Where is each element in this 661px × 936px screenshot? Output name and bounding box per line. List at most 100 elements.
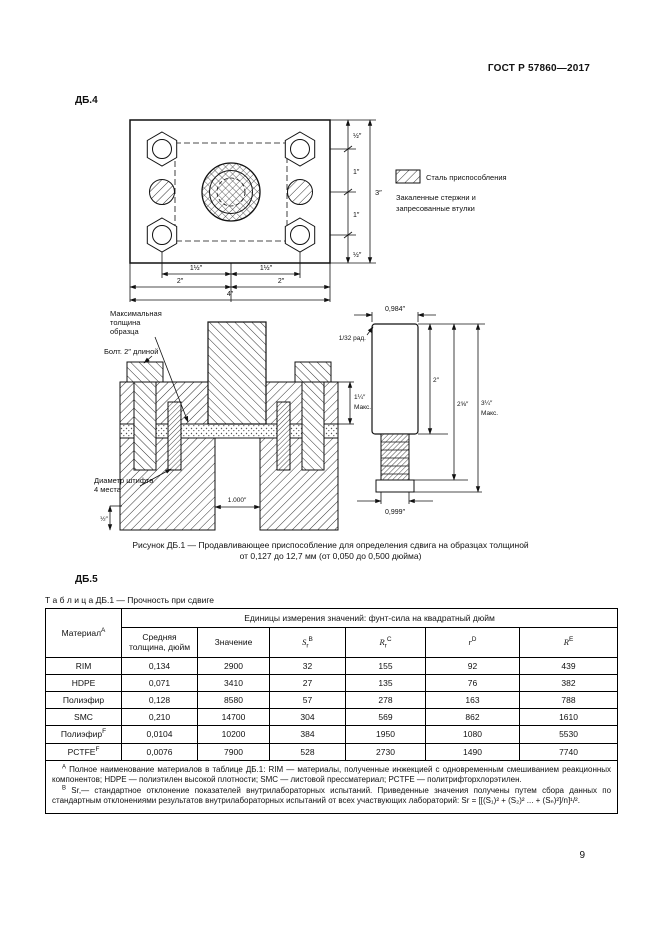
cell-value: 8580 [197, 690, 270, 710]
table-title: Т а б л и ц а ДБ.1 — Прочность при сдвиг… [45, 595, 214, 605]
cell-value: 3410 [197, 673, 270, 692]
hex-bolt-top-right [284, 131, 316, 167]
cell-material: Полиэфир [45, 690, 122, 710]
footnote-a: А Полное наименование материалов в табли… [52, 764, 611, 785]
table-row: PCTFEF 0,0076 7900 528 2730 1490 7740 [45, 742, 619, 761]
hex-bolt-top-left [146, 131, 178, 167]
cell-value: 32 [269, 656, 346, 675]
max-thickness-label-line1: Максимальная [110, 309, 162, 318]
dim-label: ½″ [353, 251, 362, 259]
col-symbol: R [379, 637, 385, 648]
plunger [207, 321, 267, 425]
cell-value: 384 [269, 725, 346, 744]
table-row: Полиэфир 0,128 8580 57 278 163 788 [45, 690, 619, 710]
dim-label: 4″ [227, 291, 234, 298]
cell-value: 528 [269, 742, 346, 761]
section-labels: Максимальная толщина образца Болт. 2″ дл… [94, 306, 498, 523]
dim-label: 1½″ [260, 264, 273, 272]
cell-value: 0,0104 [121, 725, 198, 744]
col-header-r-small: rD [425, 627, 520, 658]
footnote-b-marker: B [62, 785, 67, 792]
center-bushing [201, 162, 261, 222]
doc-standard-number: ГОСТ Р 57860—2017 [487, 63, 590, 74]
hardened-rod-right [287, 179, 313, 205]
cell-value: 135 [345, 673, 426, 692]
dim-label-max: Макс. [354, 404, 371, 411]
col-symbol-sub: r [306, 642, 309, 650]
col-header-sr: SrB [269, 627, 346, 658]
table-row: SMC 0,210 14700 304 569 862 1610 [45, 708, 619, 727]
shear-fixture-section [119, 321, 339, 531]
dowel-pin-right [276, 401, 291, 471]
punch-body [371, 323, 419, 435]
punch-part [371, 323, 419, 493]
dim-label: 1½″ [190, 264, 203, 272]
col-header-material-text: Материал [61, 627, 102, 638]
cell-value: 163 [425, 690, 520, 710]
col-symbol: r [468, 637, 472, 648]
legend-rods-label-line1: Закаленные стержни и [396, 193, 476, 202]
cell-value: 155 [345, 656, 426, 675]
cell-value: 0,0076 [121, 742, 198, 761]
dowel-pin-left [167, 401, 182, 471]
table-row: RIM 0,134 2900 32 155 92 439 [45, 656, 619, 675]
cell-value: 862 [425, 708, 520, 727]
pin-label-line2: 4 места [94, 485, 122, 494]
dim-label: 1″ [353, 212, 360, 219]
cell-value: 0,071 [121, 673, 198, 692]
col-symbol: S [302, 637, 307, 648]
page-number: 9 [579, 850, 585, 861]
col-symbol-sup: D [471, 636, 477, 644]
bolt-right [294, 361, 332, 471]
cell-value: 1080 [425, 725, 520, 744]
col-header-thickness: Средняя толщина, дюйм [121, 627, 198, 658]
cell-value: 1950 [345, 725, 426, 744]
cell-value: 569 [345, 708, 426, 727]
dim-label: 1″ [353, 169, 360, 176]
dim-label: 2″ [433, 377, 440, 384]
cell-value: 439 [518, 656, 619, 675]
col-symbol-sup: B [308, 636, 313, 644]
cell-value: 304 [269, 708, 346, 727]
col-symbol: R [563, 637, 569, 648]
cell-value: 382 [518, 673, 619, 692]
hardened-rod-left [149, 179, 175, 205]
footnote-b: B Sr,— стандартное отклонение показателе… [52, 786, 611, 806]
cell-material: PCTFEF [45, 742, 122, 761]
section-label-db4: ДБ.4 [75, 95, 98, 106]
col-symbol-sup: C [386, 636, 392, 644]
col-header-material: МатериалА [45, 608, 122, 658]
hole-dim-label: 1.000″ [228, 497, 247, 504]
cell-value: 0,128 [121, 690, 198, 710]
cell-value: 1610 [518, 708, 619, 727]
dim-label: 2″ [278, 278, 285, 285]
dimension-lines [129, 119, 376, 303]
section-label-db5: ДБ.5 [75, 574, 98, 585]
units-header: Единицы измерения значений: фунт-сила на… [120, 607, 619, 629]
cell-value: 2730 [345, 742, 426, 761]
section-dimension-lines [107, 312, 485, 531]
legend-steel-label: Сталь приспособления [426, 173, 507, 182]
cell-value: 7740 [518, 742, 619, 761]
base-block-right [259, 437, 339, 531]
punch-bottom-dim-label: 0,999″ [385, 509, 406, 516]
cell-value: 14700 [197, 708, 270, 727]
dimension-labels: 1½″ 1½″ 2″ 2″ 4″ ½″ 1″ 1″ ½″ 3″ [177, 132, 382, 298]
figure-caption-line1: Рисунок ДБ.1 — Продавливающее приспособл… [132, 540, 529, 550]
max-thickness-label-line3: образца [110, 327, 139, 336]
dim-label: 2″ [177, 278, 184, 285]
col-header-material-sup: А [101, 626, 106, 634]
table-footnotes: А Полное наименование материалов в табли… [44, 759, 619, 814]
cell-value: 788 [518, 690, 619, 710]
punch-radius-label: 1/32 рад. [339, 335, 366, 342]
hex-bolt-bottom-left [146, 217, 178, 253]
cell-value: 92 [425, 656, 520, 675]
cell-value: 10200 [197, 725, 270, 744]
cell-value: 76 [425, 673, 520, 692]
table-row: ПолиэфирF 0,0104 10200 384 1950 1080 553… [45, 725, 619, 744]
table-row: HDPE 0,071 3410 27 135 76 382 [45, 673, 619, 692]
col-header-rr: RrC [345, 627, 426, 658]
figure-section-view: Максимальная толщина образца Болт. 2″ дл… [94, 306, 498, 531]
shear-strength-table: МатериалА Единицы измерения значений: фу… [44, 607, 619, 814]
dim-label: 2⅝″ [457, 401, 469, 408]
